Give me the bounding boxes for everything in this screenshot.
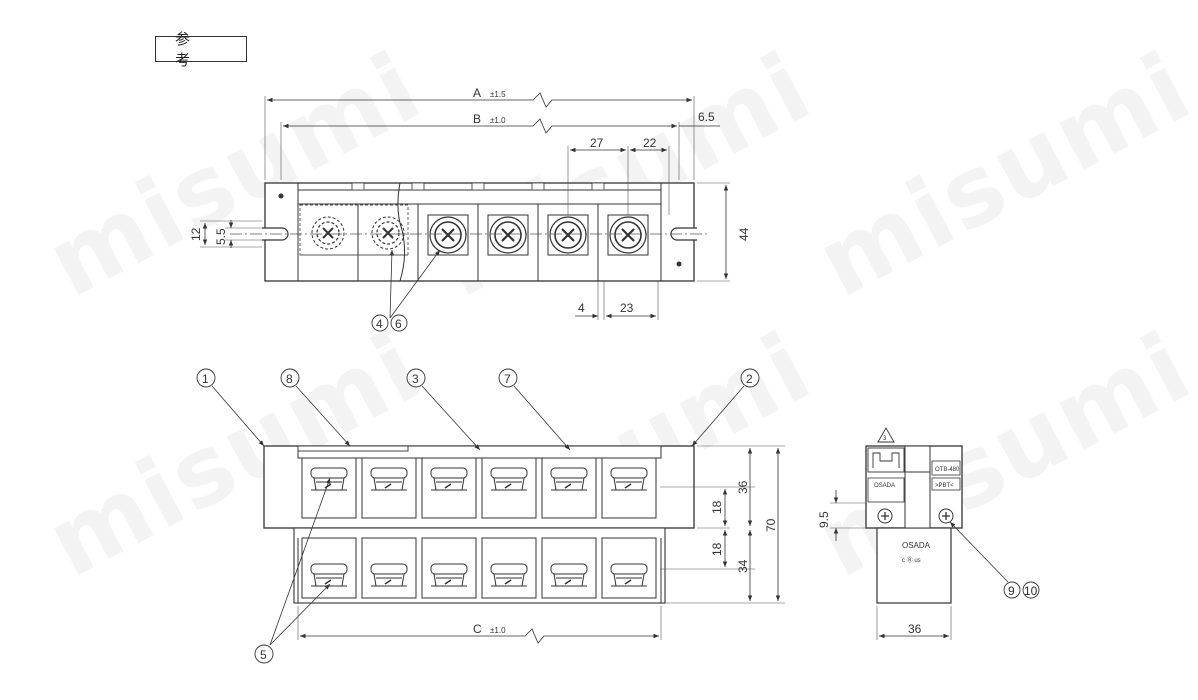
dim-18-upper: 18	[710, 500, 724, 514]
callout-9: 9	[1008, 584, 1015, 598]
callout-7: 7	[504, 372, 511, 386]
dim-44: 44	[737, 227, 751, 241]
screw-3	[426, 213, 470, 257]
screw-6	[606, 213, 650, 257]
top-view: A ±1.5 B ±1.0 6.5 27 22 44 12 5.5	[189, 86, 751, 332]
dim-70: 70	[764, 518, 778, 532]
side-view: 3 OTB-480 >PBT< OSADA OSADA c Ⓡ us 9.5 3…	[817, 427, 1040, 640]
dim-b-tol: ±1.0	[490, 116, 506, 125]
front-view: 1 8 3 7 2 5 C ±1.0 18 18	[196, 368, 785, 664]
callout-1: 1	[202, 372, 209, 386]
callout-3: 3	[412, 372, 419, 386]
dim-22: 22	[643, 136, 657, 150]
dim-36-height: 36	[736, 480, 750, 494]
label-osada-small: OSADA	[874, 483, 895, 489]
screw-4	[486, 213, 530, 257]
dim-36-width: 36	[908, 622, 922, 636]
screw-5	[546, 213, 590, 257]
dim-34: 34	[736, 559, 750, 573]
dim-23: 23	[620, 301, 634, 315]
dim-5-5: 5.5	[214, 228, 228, 245]
screw-1	[311, 216, 345, 250]
dim-b-label: B	[473, 112, 481, 126]
dim-c-label: C	[473, 622, 482, 636]
dim-18-lower: 18	[710, 542, 724, 556]
dim-4: 4	[578, 301, 585, 315]
callout-6: 6	[395, 317, 402, 331]
label-otb: OTB-480	[935, 467, 960, 473]
dim-c-tol: ±1.0	[490, 626, 506, 635]
callout-2: 2	[746, 372, 753, 386]
dim-12: 12	[189, 227, 203, 241]
dim-a-label: A	[473, 86, 481, 100]
callout-5: 5	[260, 648, 267, 662]
callout-10: 10	[1024, 584, 1038, 598]
label-pbt: >PBT<	[935, 483, 954, 489]
callout-4: 4	[376, 317, 383, 331]
screw-2	[371, 216, 405, 250]
warning-mark: 3	[883, 436, 887, 442]
dim-27: 27	[590, 136, 604, 150]
dim-9-5: 9.5	[817, 511, 831, 528]
label-osada: OSADA	[902, 541, 931, 550]
callout-8: 8	[286, 372, 293, 386]
dim-a-tol: ±1.5	[490, 90, 506, 99]
dim-6-5: 6.5	[698, 110, 715, 124]
label-cert: c Ⓡ us	[902, 556, 921, 564]
